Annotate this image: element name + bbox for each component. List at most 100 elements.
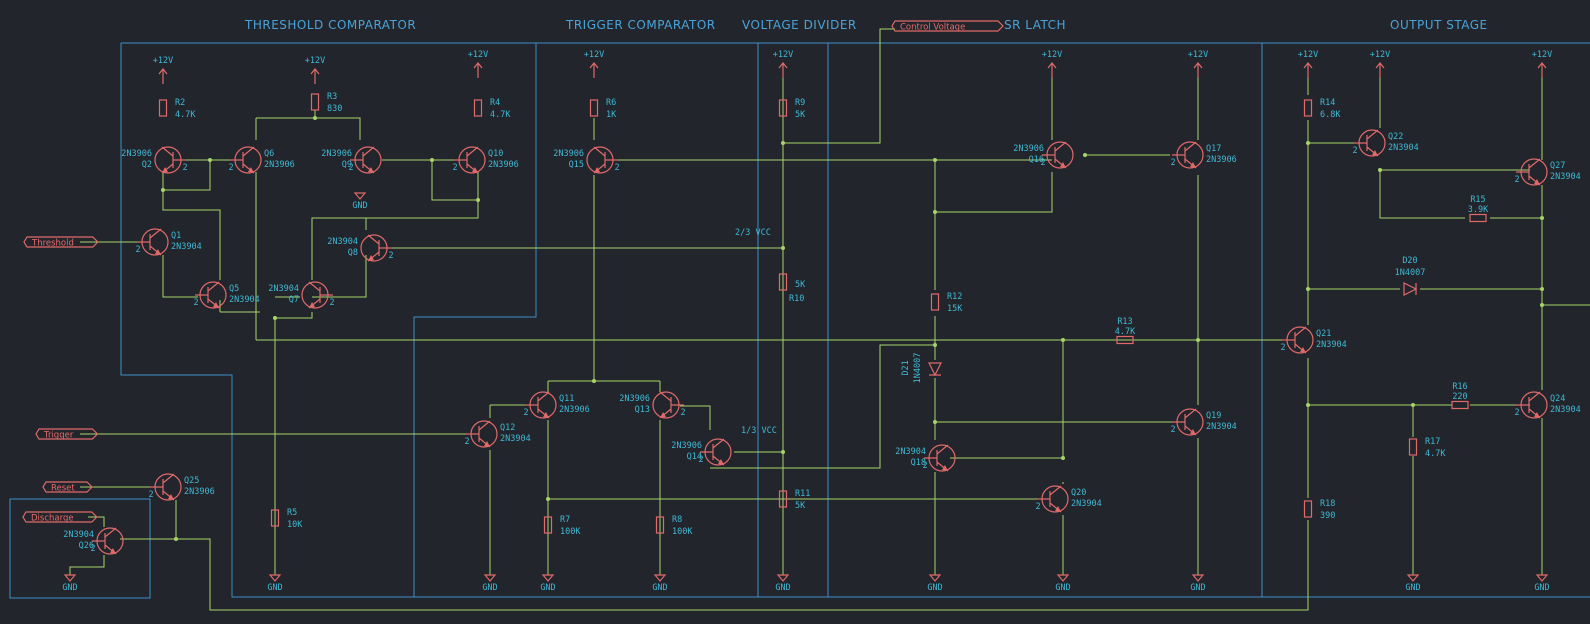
resistor-ref: R16: [1452, 382, 1467, 392]
transistor-value: 2N3904: [1316, 340, 1347, 350]
resistor-value: 5K: [795, 501, 806, 511]
transistor-value: 2N3904: [1550, 172, 1581, 182]
vcc-label: +12V: [773, 50, 793, 60]
transistor-ref: Q5: [229, 284, 239, 294]
transistor-value: 2N3906: [121, 149, 152, 159]
port-label: Trigger: [43, 431, 74, 441]
gnd-label: GND: [1055, 583, 1070, 593]
transistor-value: 2N3906: [559, 405, 590, 415]
gnd-symbol: GND: [267, 574, 283, 593]
vcc-label: +12V: [468, 50, 488, 60]
transistor-value: 2N3906: [264, 160, 295, 170]
transistor-ref: Q2: [142, 160, 152, 170]
transistor-ref: Q27: [1550, 161, 1565, 171]
resistor-value: 4.7K: [490, 110, 511, 120]
resistor-ref: R6: [606, 98, 616, 108]
port-reset: Reset: [42, 481, 93, 494]
pin-number: 2: [90, 544, 95, 554]
resistor-value: 4.7K: [175, 110, 196, 120]
resistor-ref: R10: [789, 294, 804, 304]
resistor-value: 100K: [672, 527, 693, 537]
transistor-value: 2N3906: [671, 441, 702, 451]
transistor-value: 2N3906: [488, 160, 519, 170]
gnd-label: GND: [1534, 583, 1549, 593]
pin-number: 2: [1352, 146, 1357, 156]
transistor-ref: Q17: [1206, 144, 1221, 154]
transistor-ref: Q16: [1029, 155, 1044, 165]
pin-number: 2: [135, 245, 140, 255]
resistor-ref: R14: [1320, 98, 1335, 108]
pin-number: 2: [614, 163, 619, 173]
resistor-ref: R12: [947, 292, 962, 302]
pin-number: 2: [523, 408, 528, 418]
section-boxes: [9, 42, 1590, 599]
resistor-ref: R2: [175, 98, 185, 108]
port-threshold: Threshold: [23, 236, 99, 249]
gnd-symbol: GND: [775, 574, 791, 593]
transistor-value: 2N3904: [63, 530, 94, 540]
transistor-value: 2N3904: [1550, 405, 1581, 415]
pin-number: 2: [1035, 502, 1040, 512]
transistor-ref: Q24: [1550, 394, 1565, 404]
transistor-value: 2N3904: [1388, 143, 1419, 153]
vcc-label: +12V: [1370, 50, 1390, 60]
vcc-symbol: +12V: [1298, 50, 1318, 78]
gnd-symbol: GND: [652, 574, 668, 593]
gnd-label: GND: [927, 583, 942, 593]
resistor-value: 10K: [287, 520, 303, 530]
vcc-symbol: +12V: [773, 50, 793, 78]
gnd-symbol: GND: [1405, 574, 1421, 593]
vcc-label: +12V: [584, 50, 604, 60]
resistor-value: 4.7K: [1425, 449, 1446, 459]
gnd-symbol: GND: [540, 574, 556, 593]
resistor-ref: R8: [672, 515, 682, 525]
gnd-symbol: GND: [62, 574, 78, 593]
gnd-symbol: GND: [927, 574, 943, 593]
vcc-symbol: +12V: [1532, 50, 1552, 78]
gnd-label: GND: [62, 583, 77, 593]
vcc-symbol: +12V: [1042, 50, 1062, 78]
net-label-one-third: 1/3 VCC: [741, 426, 777, 436]
gnd-label: GND: [1405, 583, 1420, 593]
port-label: Control Voltage: [900, 23, 965, 33]
pin-number: 2: [698, 455, 703, 465]
transistor-ref: Q15: [569, 160, 584, 170]
transistor-ref: Q26: [79, 541, 94, 551]
pin-number: 2: [228, 163, 233, 173]
section-title-threshold: THRESHOLD COMPARATOR: [244, 18, 416, 32]
gnd-label: GND: [540, 583, 555, 593]
gnd-symbol: GND: [1055, 574, 1071, 593]
resistor-ref: R15: [1470, 195, 1485, 205]
resistor-value: 100K: [560, 527, 581, 537]
vcc-label: +12V: [1188, 50, 1208, 60]
gnd-label: GND: [352, 201, 367, 211]
transistor-value: 2N3904: [1071, 499, 1102, 509]
pin-number: 2: [1514, 175, 1519, 185]
transistor-ref: Q18: [911, 458, 926, 468]
port-label: Discharge: [31, 514, 74, 524]
transistor-value: 2N3904: [500, 434, 531, 444]
pin-number: 2: [922, 461, 927, 471]
diode-ref: D20: [1402, 256, 1417, 266]
transistor-ref: Q1: [171, 231, 181, 241]
pin-number: 2: [182, 163, 187, 173]
